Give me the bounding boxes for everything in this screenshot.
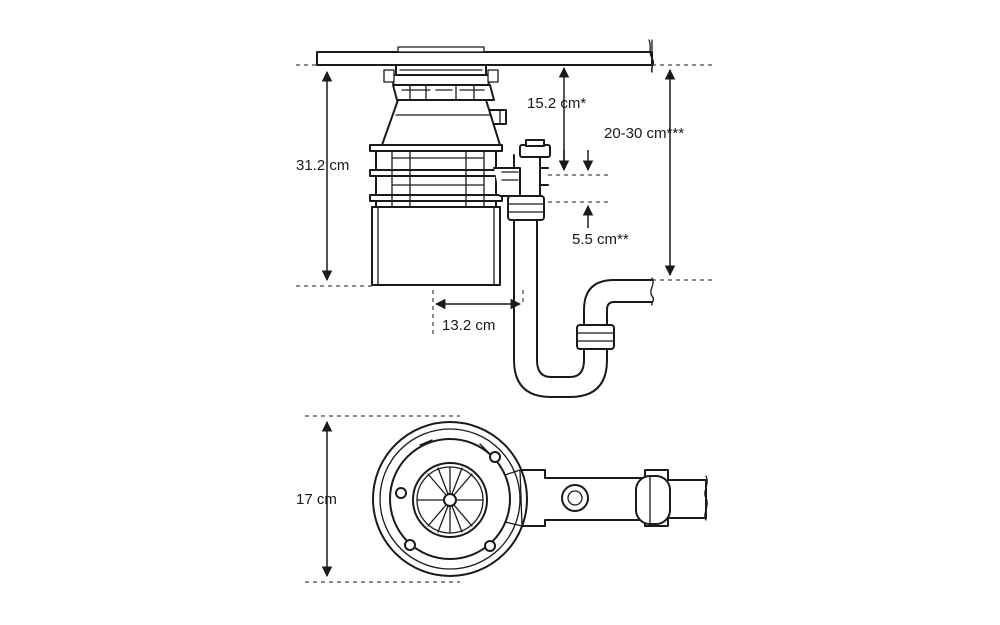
- mounting-assembly: [383, 64, 499, 101]
- tailpiece-and-p-trap: [513, 219, 655, 398]
- top-view-reference-lines: [305, 415, 460, 583]
- dimension-arrows: [321, 66, 676, 310]
- sink-countertop: [316, 39, 655, 73]
- trap-height-label: 20-30 cm***: [604, 125, 684, 142]
- splash-guard: [412, 462, 488, 538]
- reference-lines: [296, 64, 712, 338]
- hopper-housing: [381, 99, 501, 146]
- outlet-offset-label: 13.2 cm: [442, 317, 495, 334]
- disposer-body: [369, 144, 503, 208]
- top-view-drain-pipe: [519, 469, 708, 527]
- dimension-labels: 31.2 cm 15.2 cm* 20-30 cm*** 5.5 cm** 13…: [296, 95, 684, 508]
- inlet-offset-label: 5.5 cm**: [572, 231, 629, 248]
- side-view: [296, 39, 712, 398]
- height-label: 31.2 cm: [296, 157, 349, 174]
- motor-base: [371, 206, 501, 286]
- discharge-elbow: [493, 139, 551, 197]
- diameter-label: 17 cm: [296, 491, 337, 508]
- top-view: [305, 415, 708, 583]
- inlet-depth-label: 15.2 cm*: [527, 95, 586, 112]
- slip-nut-upper: [507, 195, 545, 221]
